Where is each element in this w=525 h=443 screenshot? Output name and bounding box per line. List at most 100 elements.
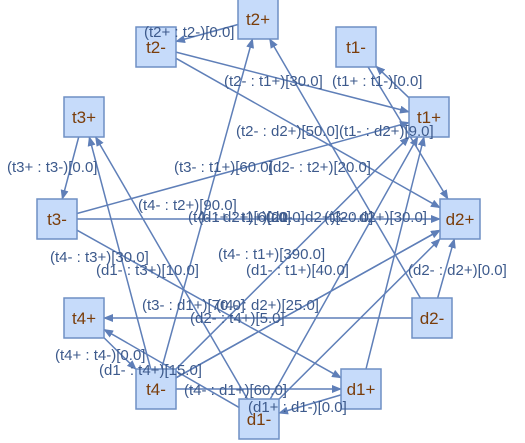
edge-d1--to-t3+: [94, 136, 249, 400]
node-label: d1-: [247, 410, 272, 429]
edge-line: [175, 136, 410, 370]
edge-label: (d1+ : t1+)[20.0]: [198, 209, 305, 226]
edge-label: (d1- : t4+)[15.0]: [99, 362, 202, 379]
edge-t3+-to-t3-: [60, 136, 80, 200]
edge-t2--to-d2+: [175, 57, 441, 209]
node-label: d2+: [446, 210, 475, 229]
edge-label: (t3- : d1+)[70.0]: [142, 297, 245, 314]
edge-t3--to-t1+: [76, 121, 410, 215]
node-box[interactable]: [340, 368, 382, 410]
edge-t4--to-d2+: [175, 229, 441, 379]
node-d1-[interactable]: d1-: [238, 398, 280, 440]
node-box[interactable]: [335, 26, 377, 68]
node-box[interactable]: [439, 198, 481, 240]
edge-label: (t3- : t1+)[60.0]: [174, 159, 273, 176]
node-t2-[interactable]: t2-: [135, 26, 177, 68]
node-box[interactable]: [36, 198, 78, 240]
node-t3-[interactable]: t3-: [36, 198, 78, 240]
node-t2+[interactable]: t2+: [237, 0, 279, 40]
edge-line: [278, 238, 441, 400]
node-t4-[interactable]: t4-: [135, 368, 177, 410]
edge-line: [160, 38, 254, 370]
edge-t4--to-t2+: [160, 38, 254, 370]
edge-label: (t4- : d2+)[60.0]: [188, 209, 291, 226]
node-t1+[interactable]: t1+: [408, 96, 450, 138]
edge-line: [375, 65, 410, 99]
edge-label: (t4- : t1+)[390.0]: [218, 246, 325, 263]
node-box[interactable]: [63, 96, 105, 138]
node-t4+[interactable]: t4+: [63, 297, 105, 339]
edge-label: (d2- : t2+)[20.0]: [268, 159, 371, 176]
edge-t4--to-t1+: [175, 136, 410, 370]
node-label: d2-: [420, 309, 445, 328]
edge-line: [60, 136, 80, 200]
edge-d1--to-t1+: [269, 136, 419, 400]
edge-label: (t2+ : t2-)[0.0]: [144, 24, 234, 41]
edge-label: (d2- : d2+)[0.0]: [408, 262, 507, 279]
node-d2-[interactable]: d2-: [411, 297, 453, 339]
edge-t2--to-t1+: [175, 51, 410, 114]
edge-label: (d1+ : d1-)[0.0]: [248, 399, 347, 416]
edge-t1--to-d2+: [367, 66, 449, 200]
edge-line: [175, 57, 441, 209]
edge-t4+-to-t4-: [103, 337, 137, 370]
edge-line: [269, 136, 419, 400]
node-label: t4+: [72, 309, 96, 328]
edge-label: (t1+ : t1-)[0.0]: [332, 73, 422, 90]
node-label: t3+: [72, 108, 96, 127]
edge-line: [367, 66, 449, 200]
node-label: t1-: [346, 38, 366, 57]
node-box[interactable]: [63, 297, 105, 339]
edge-d1--to-d2+: [278, 238, 441, 400]
edge-line: [94, 136, 249, 400]
edge-d1+-to-t1+: [365, 136, 426, 370]
edge-line: [278, 394, 342, 415]
edge-label: (d2- : t4+)[5.0]: [190, 310, 285, 327]
edge-label: (t3+ : t3-)[0.0]: [7, 159, 97, 176]
node-box[interactable]: [135, 368, 177, 410]
nodes-layer: t2+ t2- t1- t3+ t1+ t3- d2+ t4+ d2- t4- d1+ d1-: [36, 0, 481, 440]
edge-label: (t4- : d2+)[25.0]: [216, 297, 319, 314]
edge-label: (t2- : t1+)[30.0]: [224, 73, 323, 90]
edge-labels-layer: (t2+ : t2-)[0.0] (t2- : t1+)[30.0] (t1+ : …: [7, 24, 507, 416]
edge-line: [436, 238, 456, 299]
node-t3+[interactable]: t3+: [63, 96, 105, 138]
edge-label: (t1- : d2+)[9.0]: [339, 123, 434, 140]
node-label: t2-: [146, 38, 166, 57]
node-d2+[interactable]: d2+: [439, 198, 481, 240]
edge-line: [175, 229, 441, 379]
node-d1+[interactable]: d1+: [340, 368, 382, 410]
edge-label: (t2- : d2+)[50.0]: [236, 123, 339, 140]
edge-label: (d1- : d2+)[20.0]: [266, 209, 373, 226]
node-label: t4-: [146, 380, 166, 399]
node-box[interactable]: [408, 96, 450, 138]
edge-line: [175, 23, 239, 43]
edge-d2--to-d2+: [436, 238, 456, 299]
edge-label: (t3- : d2+)[30.0]: [324, 209, 427, 226]
edge-label: (t4- : t2+)[90.0]: [138, 197, 237, 214]
edge-label: (d1- : t1+)[40.0]: [246, 262, 349, 279]
edge-line: [103, 337, 137, 370]
edge-line: [76, 229, 342, 379]
node-label: t1+: [417, 108, 441, 127]
edges-layer: [60, 23, 456, 415]
edge-line: [87, 136, 152, 370]
edge-label: (d1- : t3+)[10.0]: [96, 262, 199, 279]
node-label: t3-: [47, 210, 67, 229]
node-label: d1+: [347, 380, 376, 399]
node-box[interactable]: [237, 0, 279, 40]
edge-line: [365, 136, 426, 370]
edge-label: (t4- : d1+)[60.0]: [184, 382, 287, 399]
node-box[interactable]: [238, 398, 280, 440]
edge-t4--to-t3+: [87, 136, 152, 370]
node-box[interactable]: [135, 26, 177, 68]
node-label: t2+: [246, 10, 270, 29]
edge-t3--to-d1+: [76, 229, 342, 379]
edge-d1+-to-d1-: [278, 394, 342, 415]
node-box[interactable]: [411, 297, 453, 339]
edge-t1+-to-t1-: [375, 65, 410, 99]
edge-line: [175, 51, 410, 114]
node-t1-[interactable]: t1-: [335, 26, 377, 68]
edge-t2+-to-t2-: [175, 23, 239, 43]
